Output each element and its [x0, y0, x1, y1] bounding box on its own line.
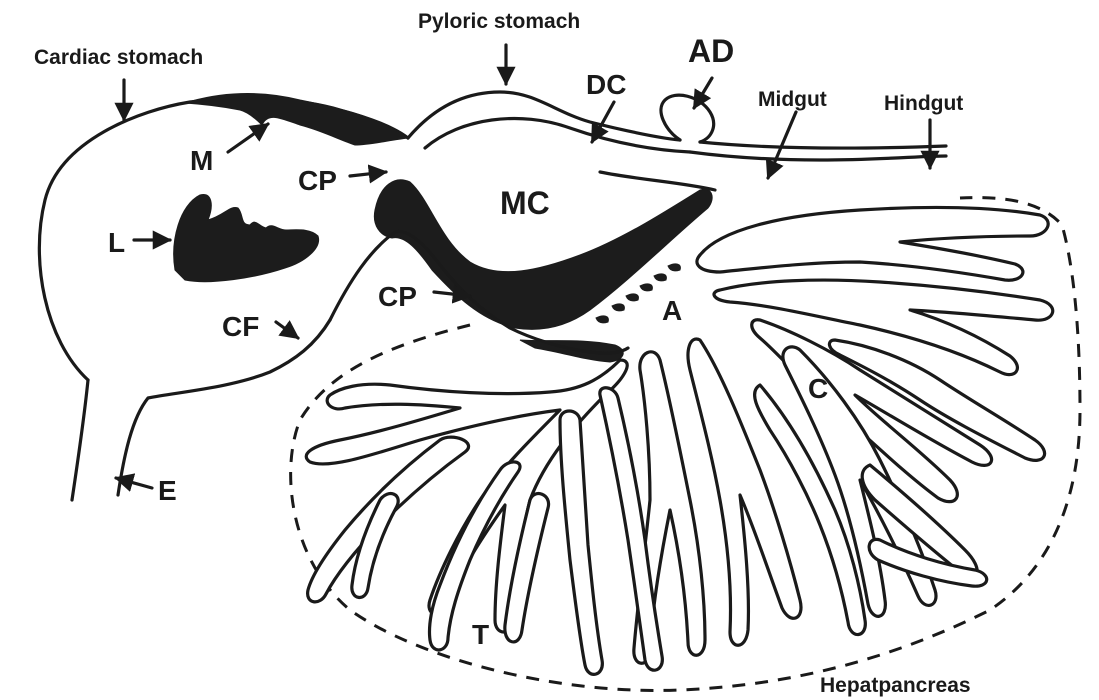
label-l: L [108, 227, 125, 258]
label-c: C [808, 373, 828, 404]
label-mc: MC [500, 185, 550, 221]
label-cp-top: CP [298, 165, 337, 196]
label-hindgut: Hindgut [884, 92, 963, 115]
label-t: T [472, 619, 489, 650]
lower-ossicle [520, 340, 623, 362]
label-dc: DC [586, 69, 626, 100]
hepatopancreas-tubules [306, 208, 1052, 675]
label-m: M [190, 145, 213, 176]
esophagus-wall-left [72, 380, 88, 500]
label-pyloric-stomach: Pyloric stomach [418, 10, 580, 33]
midgut-lower-wall [690, 152, 946, 160]
midgut-hindgut-wall [700, 142, 946, 148]
anterior-diverticulum [661, 95, 714, 142]
label-ad: AD [688, 33, 734, 69]
label-e: E [158, 475, 177, 506]
label-midgut: Midgut [758, 88, 827, 111]
hepatic-duct-wall [600, 172, 715, 190]
label-hepatopancreas: Hepatpancreas [820, 674, 971, 697]
label-a: A [662, 295, 682, 326]
label-cardiac-stomach: Cardiac stomach [34, 46, 203, 69]
label-cf: CF [222, 311, 259, 342]
label-cp-mid: CP [378, 281, 417, 312]
esophagus-wall-right [118, 320, 330, 495]
lateral-tooth [174, 195, 319, 282]
